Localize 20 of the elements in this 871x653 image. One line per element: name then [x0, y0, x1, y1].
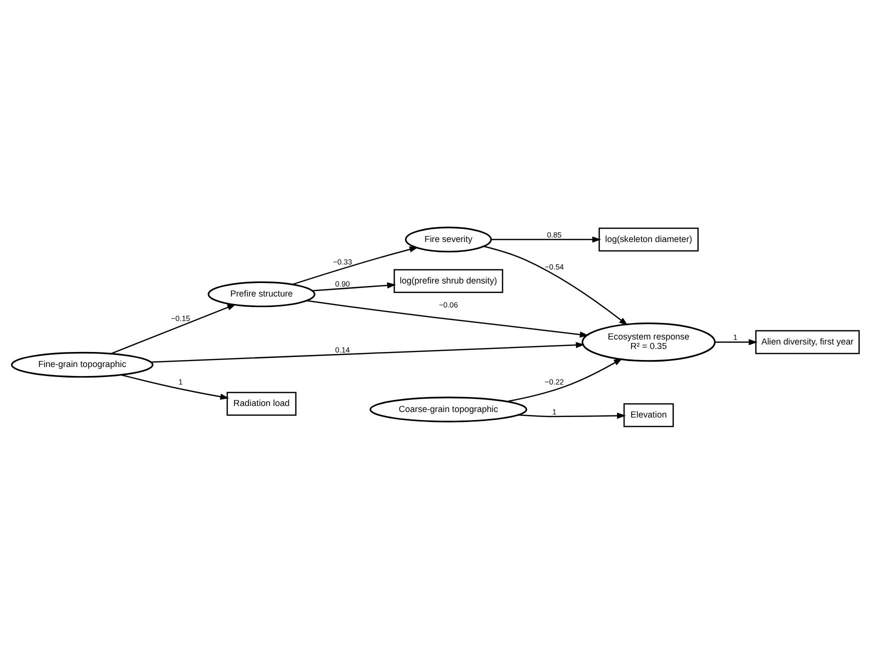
arrow	[312, 282, 396, 291]
node-box: Alien diversity, first year	[755, 330, 860, 354]
arrow	[292, 246, 418, 285]
node-box: log(prefire shrub density)	[394, 268, 504, 293]
arrow	[506, 358, 623, 402]
arrow	[306, 300, 589, 338]
node-box: Elevation	[623, 402, 674, 427]
node-ellipse: Coarse-grain topographic	[370, 396, 528, 422]
node-ellipse: Ecosystem response R² = 0.35	[582, 322, 716, 362]
node-ellipse: Fine-grain topographic	[10, 351, 154, 378]
arrow	[518, 412, 626, 418]
arrow	[491, 236, 602, 242]
arrow	[110, 304, 236, 354]
arrow	[120, 374, 230, 400]
node-box: Radiation load	[226, 391, 296, 416]
arrow	[714, 338, 758, 345]
node-box: log(skeleton diameter)	[598, 227, 699, 251]
arrow	[150, 341, 585, 362]
arrow	[484, 245, 628, 326]
node-ellipse: Prefire structure	[208, 280, 316, 307]
